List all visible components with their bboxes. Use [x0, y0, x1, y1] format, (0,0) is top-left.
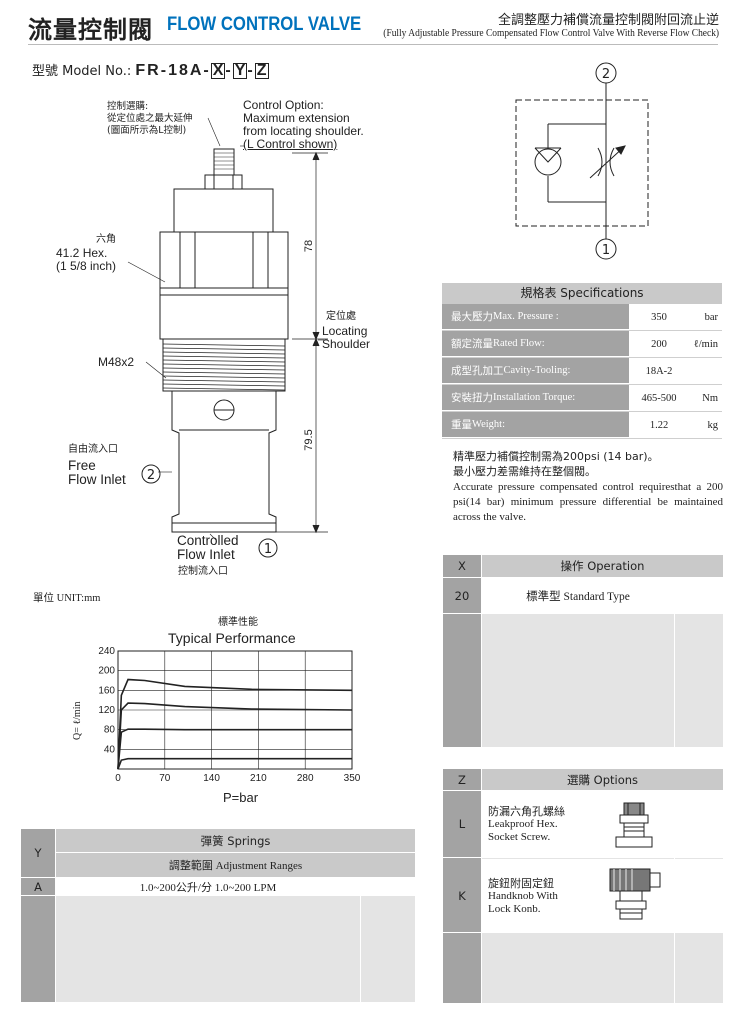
springs-row-label: 1.0~200公升/分 1.0~200 LPM — [56, 878, 360, 896]
chart-y-tick: 120 — [98, 705, 115, 716]
spec-row: 額定流量 Rated Flow: 200 ℓ/min — [442, 331, 722, 358]
description-en: (Fully Adjustable Pressure Compensated F… — [383, 28, 719, 39]
model-number: 型號 Model No.: FR-18A-X-Y-Z — [32, 62, 269, 79]
spec-key: 成型孔加工 Cavity-Tooling: — [442, 358, 629, 384]
thread-label: M48x2 — [98, 355, 135, 369]
option-l-code: L — [443, 791, 481, 858]
operation-table: X 操作 Operation 20 標準型 Standard Type — [443, 555, 723, 747]
shoulder-label-zh: 定位處 — [326, 311, 356, 322]
unit-label: 單位 UNIT:mm — [33, 593, 101, 604]
control-option-zh: 控制選購: 從定位處之最大延伸 (圖面所示為L控制) — [107, 101, 193, 136]
spec-key: 最大壓力 Max. Pressure : — [442, 304, 629, 330]
spec-value: 465-500 — [641, 392, 677, 404]
operation-code-header: X — [443, 555, 481, 577]
specifications-note: 精準壓力補償控制需為200psi (14 bar)。 最小壓力差需維持在整個閥。… — [453, 450, 723, 523]
controlled-inlet-en: Controlled Flow Inlet — [177, 533, 239, 562]
chart-x-tick: 350 — [344, 773, 361, 784]
hex-label-en: 41.2 Hex. (1 5/8 inch) — [56, 246, 117, 273]
option-l-row: 防漏六角孔螺絲 Leakproof Hex. Socket Screw. — [482, 791, 674, 858]
spec-unit: Nm — [702, 392, 718, 404]
operation-row-code: 20 — [443, 578, 481, 614]
chart-y-tick: 80 — [104, 725, 116, 736]
model-prefix: FR-18A- — [135, 62, 211, 79]
chart-x-tick: 0 — [115, 773, 121, 784]
locating-shoulder — [159, 294, 289, 340]
springs-title: 彈簧 Springs — [56, 829, 415, 852]
free-inlet-number: 2 — [147, 468, 155, 483]
dimension-78: 78 — [303, 240, 315, 252]
title-zh: 流量控制閥 — [28, 16, 153, 44]
model-x-box: X — [210, 62, 226, 79]
spec-unit: kg — [707, 419, 719, 431]
handknob-icon — [609, 868, 661, 920]
controlled-inlet-number: 1 — [264, 542, 272, 557]
performance-chart: 0 70 140 210 280 350 40 80 120 160 200 240 — [98, 646, 361, 784]
model-z-box: Z — [254, 62, 269, 79]
chart-x-tick: 140 — [203, 773, 220, 784]
spec-key: 重量 Weight: — [442, 412, 629, 438]
free-inlet-en: Free Flow Inlet — [68, 458, 126, 487]
chart-x-tick: 280 — [297, 773, 314, 784]
shoulder-label-en: Locating Shoulder — [322, 324, 371, 351]
control-option-en: Control Option: Maximum extension from l… — [243, 98, 364, 151]
spec-key: 額定流量 Rated Flow: — [442, 331, 629, 357]
spec-row: 重量 Weight: 1.22 kg — [442, 412, 722, 439]
hex-socket-screw-icon — [615, 802, 653, 848]
spec-unit: ℓ/min — [693, 338, 718, 350]
options-table: Z 選購 Options L 防漏六角孔螺絲 Leakproof Hex. So… — [443, 769, 723, 1003]
chart-y-tick: 40 — [104, 744, 116, 755]
options-title: 選購 Options — [482, 769, 723, 790]
chart-title: Typical Performance — [168, 630, 296, 646]
symbol-port-1: 1 — [602, 243, 610, 258]
description-zh: 全調整壓力補償流量控制閥附回流止逆 — [497, 13, 719, 28]
hex-label-zh: 六角 — [96, 234, 116, 245]
model-y-box: Y — [232, 62, 248, 79]
chart-xlabel: P=bar — [223, 790, 259, 805]
header-divider — [28, 44, 718, 45]
chart-series-line — [117, 678, 353, 770]
spec-unit: bar — [704, 311, 718, 323]
spec-value: 18A-2 — [645, 365, 673, 377]
chart-y-tick: 200 — [98, 666, 115, 677]
model-label: 型號 Model No.: — [32, 64, 132, 79]
specifications-title: 規格表 Specifications — [442, 283, 722, 304]
controlled-inlet-zh: 控制流入口 — [178, 566, 228, 577]
specifications-table: 規格表 Specifications 最大壓力 Max. Pressure : 3… — [442, 283, 722, 439]
options-code-header: Z — [443, 769, 481, 790]
chart-x-tick: 210 — [250, 773, 267, 784]
springs-table: Y 彈簧 Springs 調整範圍 Adjustment Ranges A 1.… — [21, 829, 415, 1002]
chart-y-tick: 160 — [98, 685, 115, 696]
chart-y-tick: 240 — [98, 646, 115, 657]
springs-row-code: A — [21, 878, 55, 896]
springs-subtitle: 調整範圍 Adjustment Ranges — [56, 853, 415, 877]
spec-value: 1.22 — [649, 419, 669, 431]
chart-series-line — [117, 757, 352, 770]
spec-key: 安裝扭力 Installation Torque: — [442, 385, 629, 411]
chart-series-line — [117, 702, 353, 770]
spec-row: 安裝扭力 Installation Torque: 465-500 Nm — [442, 385, 722, 412]
free-inlet-zh: 自由流入口 — [68, 444, 118, 455]
option-k-code: K — [443, 859, 481, 933]
symbol-port-2: 2 — [602, 67, 610, 82]
chart-ylabel: Q= ℓ/min — [72, 701, 83, 741]
spec-row: 最大壓力 Max. Pressure : 350 bar — [442, 304, 722, 331]
title-en: FLOW CONTROL VALVE — [167, 14, 362, 35]
chart-series-line — [117, 728, 352, 770]
operation-row-label: 標準型 Standard Type — [482, 578, 674, 614]
dimension-79-5: 79.5 — [303, 429, 315, 450]
hex-body — [159, 231, 289, 289]
hydraulic-symbol: 2 1 — [515, 62, 649, 260]
option-k-row: 旋鈕附固定鈕 Handknob With Lock Konb. — [482, 859, 674, 933]
chart-title-zh: 標準性能 — [218, 617, 258, 628]
lock-nut — [204, 174, 243, 190]
spec-value: 350 — [651, 311, 667, 323]
operation-title: 操作 Operation — [482, 555, 723, 577]
chart-x-tick: 70 — [159, 773, 171, 784]
spec-value: 200 — [651, 338, 667, 350]
spec-row: 成型孔加工 Cavity-Tooling: 18A-2 — [442, 358, 722, 385]
springs-code-header: Y — [21, 829, 55, 877]
